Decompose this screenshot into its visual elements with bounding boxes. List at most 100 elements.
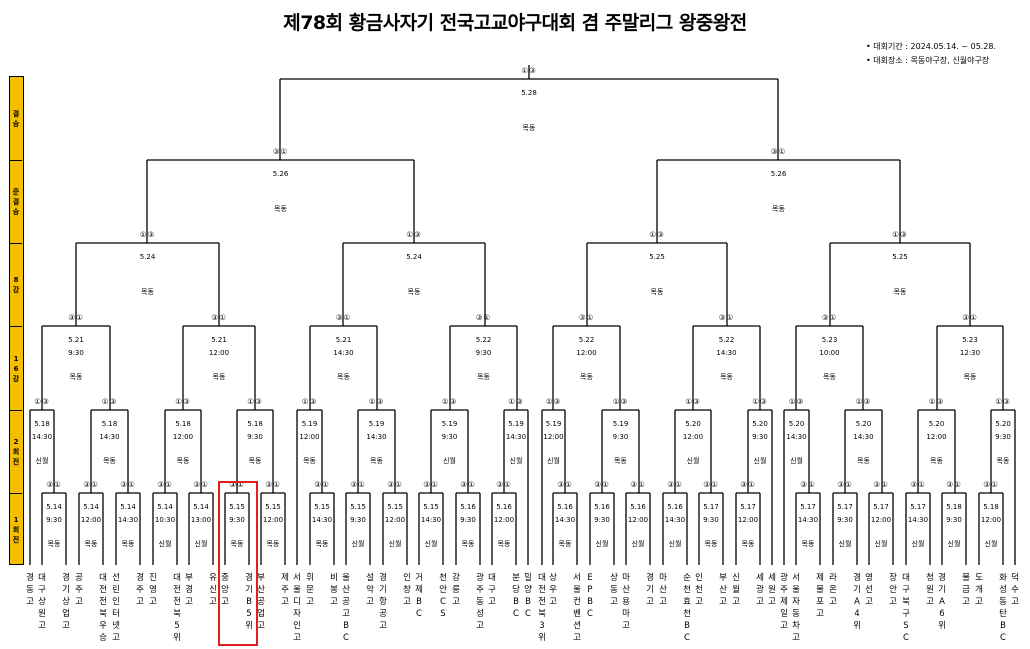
game-date: 5.26 [272,170,289,178]
seed-mark: ③① [460,480,476,489]
game-venue: 목동 [857,457,870,465]
game-date: 5.15 [314,503,330,511]
team-name: 부경고 [185,573,193,607]
seed-mark: ③① [475,313,492,322]
seed-mark: ③① [578,313,595,322]
game-date: 5.16 [496,503,512,511]
seed-mark: ①③ [752,397,768,406]
seed-mark: ③① [83,480,99,489]
round-label: 1회전 [10,494,22,566]
seed-mark: ③① [265,480,281,489]
seed-mark: ①③ [247,397,263,406]
game-venue: 목동 [893,288,907,296]
game-time: 14:30 [797,516,819,524]
team-name: 세광고 [756,573,764,607]
game-date: 5.18 [946,503,962,511]
round-label-text: 2회전 [12,438,20,466]
game-time: 9:30 [946,516,962,524]
seed-mark: ③① [800,480,816,489]
game-venue: 목동 [558,540,572,548]
game-time: 9:30 [475,349,492,357]
seed-mark: ①③ [441,397,458,406]
game-time: 12:00 [543,433,564,441]
game-date: 5.20 [752,420,768,428]
team-name: 순천효천BC [683,573,691,643]
team-name: 중앙고 [221,573,229,607]
seed-mark: ③① [837,480,853,489]
team-name: 경기상업고 [62,573,70,631]
game-time: 12:00 [627,516,649,524]
team-name: 공주고 [75,573,83,607]
team-name: 장안고 [889,573,897,607]
seed-mark: ③① [120,480,136,489]
game-venue: 목동 [69,373,83,381]
game-date: 5.20 [855,420,872,428]
seed-mark: ③① [740,480,756,489]
seed-mark: ①③ [368,397,385,406]
team-name: 천안CS [439,573,447,619]
seed-mark: ③① [557,480,573,489]
team-name: 인천고 [695,573,703,607]
game-time: 9:30 [350,516,366,524]
team-name: 신월고 [732,573,740,607]
game-time: 12:00 [737,516,759,524]
game-date: 5.17 [740,503,756,511]
game-date: 5.15 [423,503,439,511]
game-date: 5.21 [68,336,84,344]
seed-mark: ①③ [101,397,118,406]
seed-mark: ①③ [545,397,562,406]
page-title: 제78회 황금사자기 전국고교야구대회 겸 주말리그 왕중왕전 [283,12,747,34]
team-name: 도개고 [975,573,983,607]
team-name: 부산고 [719,573,727,607]
team-name: 경기A 6위 [938,573,948,631]
game-venue: 신월 [911,540,925,548]
game-time: 14:30 [664,516,686,524]
team-name: 비봉고 [330,573,338,607]
seed-mark: ③① [272,147,289,156]
game-venue: 목동 [461,540,475,548]
game-date: 5.20 [685,420,701,428]
game-date: 5.19 [508,420,524,428]
game-venue: 신월 [547,457,560,465]
game-venue: 신월 [984,540,998,548]
game-time: 12:00 [682,433,704,441]
team-name: 대구북구SC [902,573,910,643]
round-label: 16강 [10,327,22,411]
seed-mark: ③① [193,480,209,489]
game-date: 5.22 [718,336,735,344]
team-name: 덕수고 [1011,573,1019,607]
game-venue: 목동 [176,457,190,465]
round-label-text: 16강 [12,354,20,383]
seed-mark: ①③ [139,230,156,239]
game-time: 14:30 [366,433,387,441]
game-date: 5.25 [649,253,665,261]
game-date: 5.16 [594,503,610,511]
seed-mark: ③① [350,480,366,489]
game-date: 5.23 [962,336,978,344]
game-time: 14:30 [31,433,53,441]
seed-mark: ③① [718,313,735,322]
game-venue: 목동 [370,457,383,465]
game-date: 5.22 [475,336,492,344]
game-venue: 목동 [248,457,262,465]
game-date: 5.14 [46,503,62,511]
game-time: 9:30 [752,433,768,441]
seed-mark: ①③ [928,397,945,406]
seed-mark: ③① [630,480,646,489]
game-time: 12:00 [208,349,230,357]
game-time: 12:00 [980,516,1002,524]
game-time: 14:30 [420,516,442,524]
game-date: 5.14 [193,503,209,511]
game-time: 12:00 [80,516,102,524]
game-venue: 목동 [84,540,98,548]
team-name: 대구고 [488,573,496,607]
game-time: 9:30 [46,516,62,524]
team-name: 라온고 [829,573,837,607]
seed-mark: ①③ [175,397,191,406]
team-name: 거제BC [415,573,423,619]
round-label-text: 1회전 [12,516,20,544]
seed-mark: ③① [667,480,683,489]
seed-mark: ③① [229,480,245,489]
game-date: 5.20 [788,420,805,428]
